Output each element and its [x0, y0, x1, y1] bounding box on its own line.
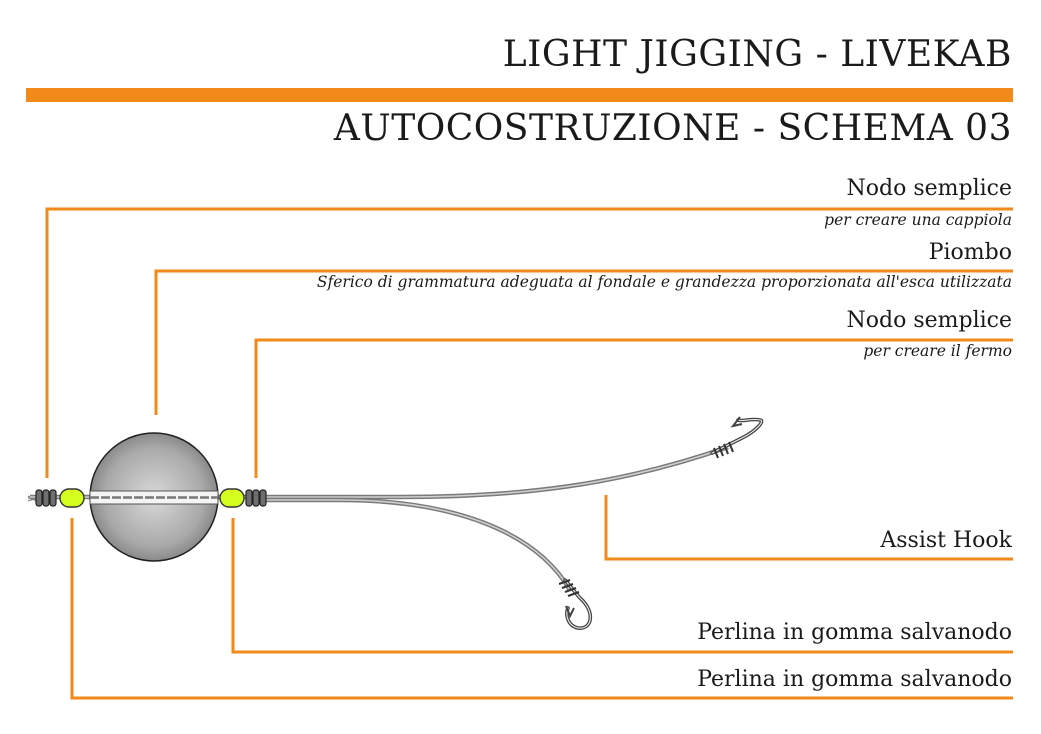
callout-label-piombo: Piombo — [928, 240, 1012, 265]
leader-piombo — [154, 269, 1013, 415]
page-subtitle: AUTOCOSTRUZIONE - SCHEMA 03 — [333, 108, 1012, 149]
sinker — [89, 432, 219, 562]
leader-perlina-right — [231, 518, 1013, 654]
lower-hook — [558, 578, 593, 630]
callout-label-nodo-cappiola: Nodo semplice — [846, 176, 1012, 201]
leader-assist-hook — [604, 495, 1013, 561]
callout-label-perlina-left: Perlina in gomma salvanodo — [697, 667, 1012, 692]
callout-note-nodo-cappiola: per creare una cappiola — [824, 211, 1012, 229]
stopper-beads-left — [35, 489, 57, 507]
callout-label-perlina-right: Perlina in gomma salvanodo — [697, 620, 1012, 645]
leader-nodo-cappiola — [45, 207, 1013, 478]
callout-note-piombo: Sferico di grammatura adeguata al fondal… — [316, 273, 1012, 291]
callout-label-nodo-fermo: Nodo semplice — [846, 308, 1012, 333]
stopper-beads-right — [245, 489, 267, 507]
header-divider — [26, 88, 1013, 102]
leader-perlina-left — [70, 518, 1013, 700]
rubber-bead-right — [219, 488, 245, 508]
rubber-bead-left — [59, 488, 85, 508]
callout-label-assist-hook: Assist Hook — [880, 528, 1012, 553]
leader-nodo-fermo — [254, 338, 1013, 478]
main-line — [30, 444, 729, 592]
callout-leaders — [45, 207, 1013, 700]
page-title: LIGHT JIGGING - LIVEKAB — [502, 34, 1012, 75]
upper-hook — [710, 416, 764, 459]
callout-note-nodo-fermo: per creare il fermo — [863, 342, 1012, 360]
